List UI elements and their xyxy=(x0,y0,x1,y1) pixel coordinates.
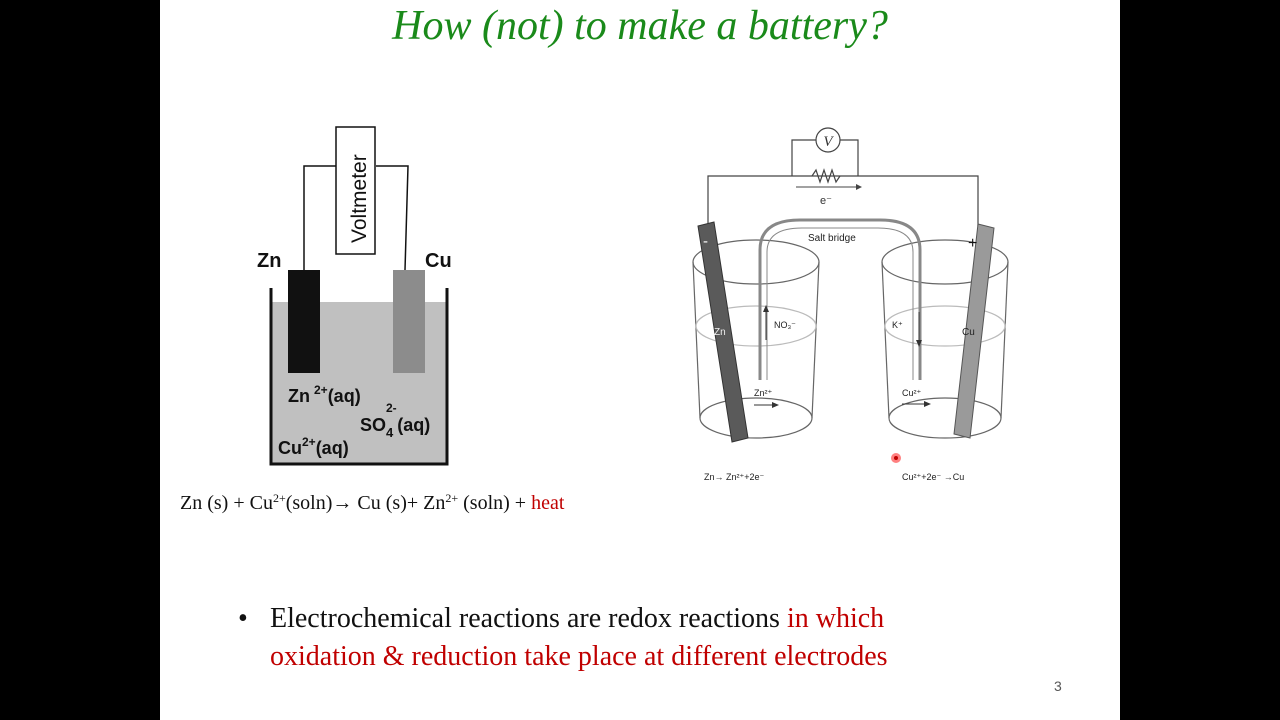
cu-electrode-label: Cu xyxy=(425,250,452,272)
cu-bar-label: Cu xyxy=(962,327,975,338)
equation-heat: heat xyxy=(531,492,565,514)
salt-bridge-inner xyxy=(766,227,914,380)
reaction-equation: Zn (s) + Cu2+(soln)→ Cu (s)+ Zn2+ (soln)… xyxy=(180,492,564,515)
nitrate-arrowhead xyxy=(763,305,769,312)
electron-flow-arrowhead xyxy=(856,184,862,190)
potassium-label: K⁺ xyxy=(892,320,903,330)
zn-bar xyxy=(697,221,749,443)
bullet-highlight: in which xyxy=(786,603,885,634)
bullet-line-2: oxidation & reduction take place at diff… xyxy=(270,641,888,672)
wire-left xyxy=(303,165,336,270)
potassium-arrowhead xyxy=(916,340,922,347)
voltmeter-label: Voltmeter xyxy=(348,154,371,243)
cathode-reaction: Cu²⁺+2e⁻ →Cu xyxy=(902,472,964,482)
anode-reaction: Zn→ Zn²⁺+2e⁻ xyxy=(704,472,765,482)
zinc-ion-arrowhead xyxy=(772,402,779,408)
salt-bridge-label: Salt bridge xyxy=(808,233,856,244)
electron-label: e⁻ xyxy=(820,195,832,207)
wire-right xyxy=(376,165,409,271)
voltmeter-symbol: V xyxy=(823,134,834,150)
equation-part-2: (soln) xyxy=(285,492,333,514)
equation-part-3: Cu (s)+ Zn xyxy=(352,492,446,514)
beaker-outline xyxy=(269,288,449,466)
bullet-text: Electrochemical reactions are redox reac… xyxy=(270,603,787,634)
cu-electrode xyxy=(393,270,425,373)
equation-charge-1: 2+ xyxy=(272,491,286,505)
copper-ion-arrowhead xyxy=(924,401,931,407)
page-number: 3 xyxy=(1054,678,1062,694)
right-beaker xyxy=(881,239,1009,439)
resistor-icon xyxy=(811,168,841,184)
external-wire xyxy=(707,175,979,226)
plus-sign: + xyxy=(968,235,977,252)
equation-part-4: (soln) + xyxy=(458,492,532,514)
galvanic-cell-diagram: V e⁻ Salt bridge - + Zn Cu xyxy=(692,127,1009,482)
zn-electrode xyxy=(288,270,320,373)
cu-ion-label: Cu2+(aq) xyxy=(278,435,349,458)
nitrate-label: NO₃⁻ xyxy=(774,320,796,330)
equation-charge-2: 2+ xyxy=(445,491,459,505)
copper-ion-label: Cu²⁺ xyxy=(902,388,922,398)
slide-title: How (not) to make a battery? xyxy=(392,3,888,49)
voltmeter-circle xyxy=(815,127,841,153)
so4-charge: 2- xyxy=(386,401,397,415)
bullet-dot: • xyxy=(238,603,248,634)
zinc-ion-label: Zn²⁺ xyxy=(754,388,773,398)
reaction-arrow: → xyxy=(332,492,353,514)
equation-part-1: Zn (s) + Cu xyxy=(180,492,273,514)
zn-bar-label: Zn xyxy=(714,327,726,338)
salt-bridge xyxy=(758,218,922,380)
pointer-dot-core xyxy=(894,456,898,460)
so4-ion-label: SO4(aq) xyxy=(360,415,430,440)
zn-electrode-label: Zn xyxy=(257,250,281,272)
voltmeter-box xyxy=(335,126,376,255)
left-beaker xyxy=(692,239,820,439)
slide: How (not) to make a battery? Voltmeter Z… xyxy=(160,0,1120,720)
cu-bar xyxy=(953,223,995,439)
minus-sign: - xyxy=(703,233,708,250)
